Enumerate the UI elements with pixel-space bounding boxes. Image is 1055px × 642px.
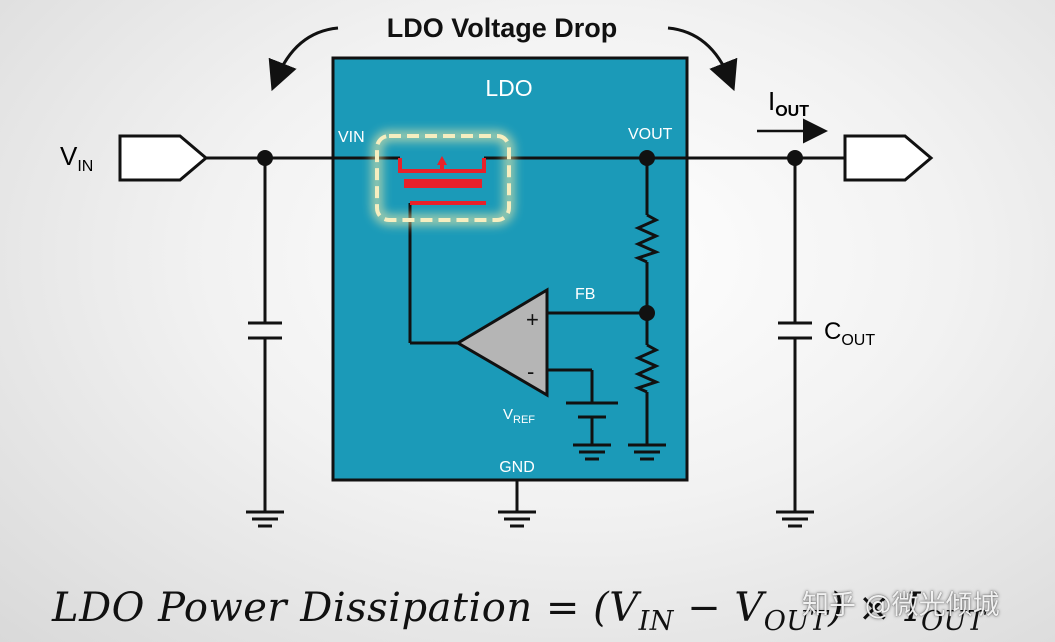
- watermark: 知乎 @微光倾城: [802, 590, 1000, 621]
- error-amplifier: [455, 287, 549, 398]
- ldo-block-title: LDO: [485, 75, 532, 101]
- equation-minus: −: [673, 585, 735, 631]
- vin-port: [118, 134, 209, 182]
- left-curved-arrow: [268, 26, 339, 92]
- fb-node-label: FB: [575, 286, 595, 303]
- feedback-resistor-top: [633, 213, 661, 264]
- equation-lhs: LDO Power Dissipation: [52, 585, 533, 631]
- vref-source: [566, 401, 618, 419]
- junction-vout-internal: [639, 150, 655, 166]
- opamp-plus-label: +: [526, 307, 539, 332]
- iout-label: IOUT: [768, 86, 809, 120]
- junction-vout-external: [787, 150, 803, 166]
- equation-vout-sub: OUT: [763, 606, 829, 637]
- equation-vin: V: [609, 585, 639, 631]
- ground-icon: [776, 510, 814, 528]
- junction-fb: [639, 305, 655, 321]
- equation-iout: I: [904, 585, 922, 631]
- power-dissipation-equation: LDO Power Dissipation = (VIN − VOUT) × I…: [52, 585, 985, 637]
- pass-transistor-highlight: [375, 134, 511, 222]
- vref-label: VREF: [503, 406, 535, 426]
- ground-icon: [246, 510, 284, 528]
- output-capacitor-cout: [778, 321, 812, 340]
- voltage-drop-title: LDO Voltage Drop: [387, 13, 618, 43]
- ground-icon: [628, 443, 666, 461]
- pin-vin-label: VIN: [338, 129, 365, 146]
- vout-port: [843, 134, 934, 182]
- equation-equals: = (: [532, 585, 610, 631]
- ground-icon: [573, 443, 611, 461]
- feedback-resistor-bottom: [633, 343, 661, 394]
- vin-label: VIN: [60, 141, 93, 175]
- input-capacitor: [248, 321, 282, 340]
- equation-vin-sub: IN: [638, 606, 674, 637]
- equation-iout-sub: OUT: [921, 606, 986, 637]
- equation-times: ) ×: [828, 585, 905, 631]
- cout-label: COUT: [824, 318, 875, 349]
- opamp-minus-label: -: [527, 359, 534, 384]
- pin-vout-label: VOUT: [628, 126, 673, 143]
- ldo-block: [331, 56, 689, 482]
- pass-transistor: [398, 156, 486, 205]
- right-curved-arrow: [667, 26, 738, 92]
- junction-vin: [257, 150, 273, 166]
- ground-icon: [498, 510, 536, 528]
- ground-symbols: [246, 443, 814, 528]
- equation-vout: V: [734, 585, 764, 631]
- pin-gnd-label: GND: [499, 459, 535, 476]
